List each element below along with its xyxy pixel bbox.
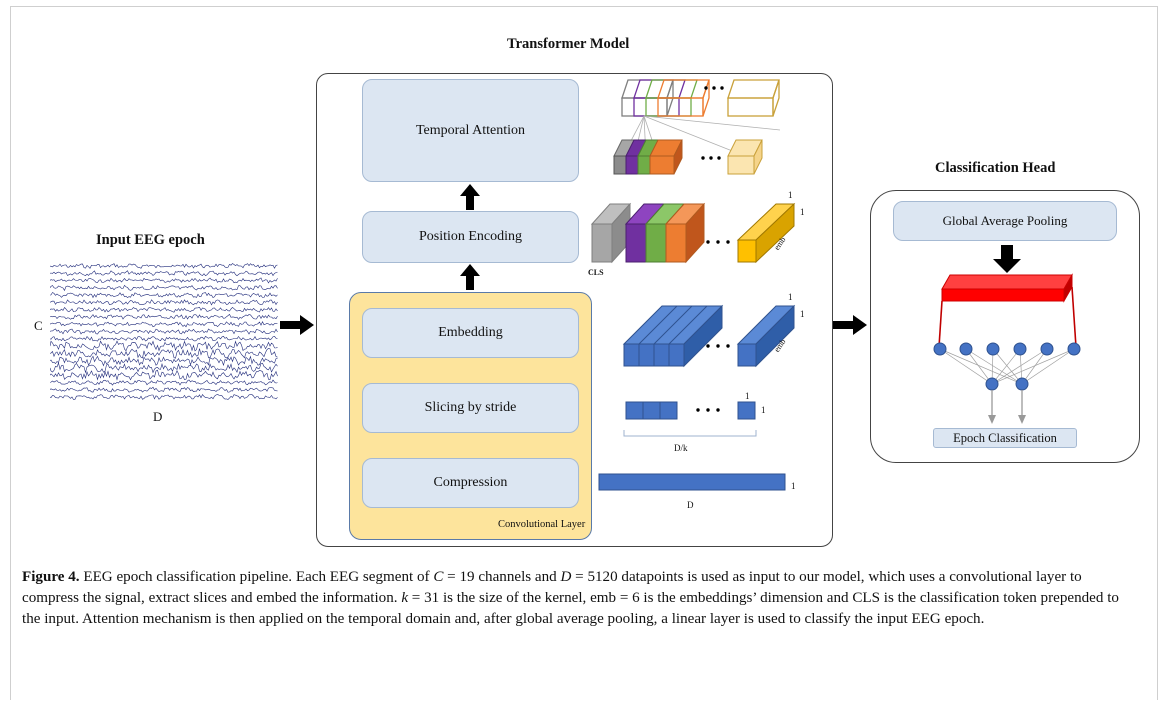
arrow-up-position (460, 264, 480, 290)
compressed-bar (598, 473, 786, 491)
slice-tokens (623, 401, 757, 437)
eeg-trace (50, 335, 278, 342)
eeg-trace (50, 284, 278, 292)
figure-caption: Figure 4. EEG epoch classification pipel… (22, 567, 1138, 629)
position-tokens (590, 202, 796, 264)
eeg-trace (50, 347, 278, 359)
arrow-input-to-model (280, 315, 314, 335)
dim-label-5: 1 (745, 391, 750, 401)
eeg-trace (50, 355, 278, 367)
pooling-block: Global Average Pooling (893, 201, 1117, 241)
figure-frame (10, 6, 1158, 700)
caption-c-val: = 19 channels and (443, 569, 561, 585)
input-title: Input EEG epoch (96, 232, 205, 248)
transformer-title: Transformer Model (507, 36, 630, 52)
temporal-attention-block: Temporal Attention (362, 79, 579, 182)
dim-label-7: 1 (791, 481, 796, 491)
transformer-illustrations (590, 79, 796, 491)
embedding-block: Embedding (362, 308, 579, 358)
dim-label-2: 1 (800, 207, 805, 217)
eeg-trace (50, 379, 278, 386)
eeg-trace (50, 386, 278, 393)
head-title: Classification Head (935, 160, 1056, 176)
caption-k-var: k (401, 589, 409, 606)
d-bottom-label: D (687, 500, 694, 510)
eeg-trace (50, 320, 278, 328)
eeg-trace (50, 299, 278, 306)
caption-d-var: D (560, 569, 572, 585)
caption-k-val: = 31 is the size of the kernel, emb = 6 … (22, 589, 1119, 627)
eeg-trace (50, 361, 278, 374)
eeg-trace (50, 292, 278, 299)
channel-label: C (34, 318, 43, 333)
caption-label: Figure 4. (22, 569, 80, 585)
attention-lines (621, 115, 781, 159)
arrow-model-to-head (833, 315, 867, 335)
datapoints-label: D (153, 409, 163, 424)
eeg-trace (50, 277, 278, 284)
dim-label-3: 1 (788, 292, 793, 302)
head-box (870, 190, 1140, 463)
transformer-box (316, 73, 833, 547)
caption-c-var: C (433, 569, 444, 585)
eeg-trace (50, 394, 278, 400)
eeg-trace (50, 263, 278, 269)
head-diagram (933, 245, 1081, 424)
attention-values (613, 139, 763, 175)
slicing-block: Slicing by stride (362, 383, 579, 433)
position-encoding-block: Position Encoding (362, 211, 579, 263)
eeg-trace (50, 306, 278, 313)
cls-label: CLS (588, 268, 604, 277)
epoch-classification-block: Epoch Classification (933, 428, 1077, 448)
dim-label-1: 1 (788, 190, 793, 200)
dim-label-4: 1 (800, 309, 805, 319)
figure-frame-right (1157, 6, 1158, 700)
eeg-signal-plot (50, 263, 278, 400)
dim-label-6: 1 (761, 405, 766, 415)
compression-block: Compression (362, 458, 579, 508)
embedding-tokens (622, 304, 796, 368)
eeg-trace (50, 270, 278, 277)
conv-layer-label: Convolutional Layer (498, 519, 586, 530)
caption-d-val: = 5120 datapoints is used as input to ou… (22, 569, 1082, 606)
eeg-trace (50, 313, 278, 320)
d-over-k-label: D/k (674, 443, 688, 453)
eeg-trace (50, 340, 278, 352)
attention-keys (621, 79, 780, 117)
arrow-up-attention (460, 184, 480, 210)
caption-text-1: EEG epoch classification pipeline. Each … (79, 569, 434, 585)
eeg-trace (50, 369, 278, 381)
eeg-trace (50, 328, 278, 335)
